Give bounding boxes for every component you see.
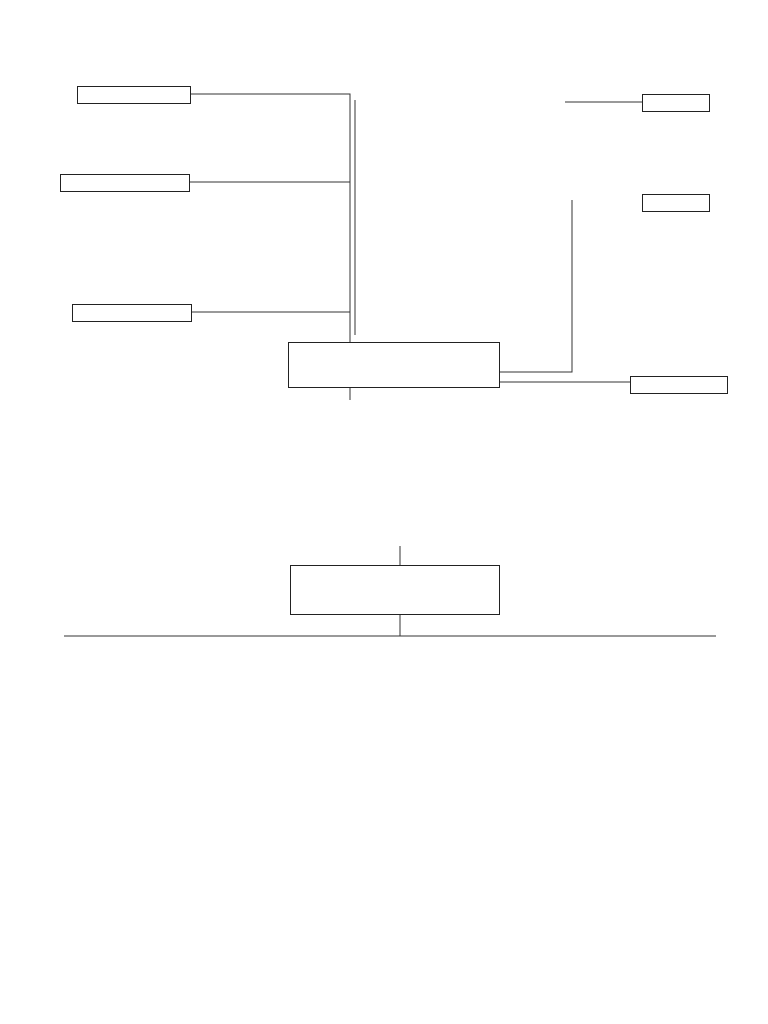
etiology-box (642, 94, 710, 112)
clinical-box (60, 174, 190, 192)
pathophysiology-box (642, 194, 710, 212)
central-box-bottom (290, 565, 500, 615)
workup-box (630, 376, 728, 394)
central-box-top (288, 342, 500, 388)
factor-box (77, 86, 191, 104)
classification-box (72, 304, 192, 322)
